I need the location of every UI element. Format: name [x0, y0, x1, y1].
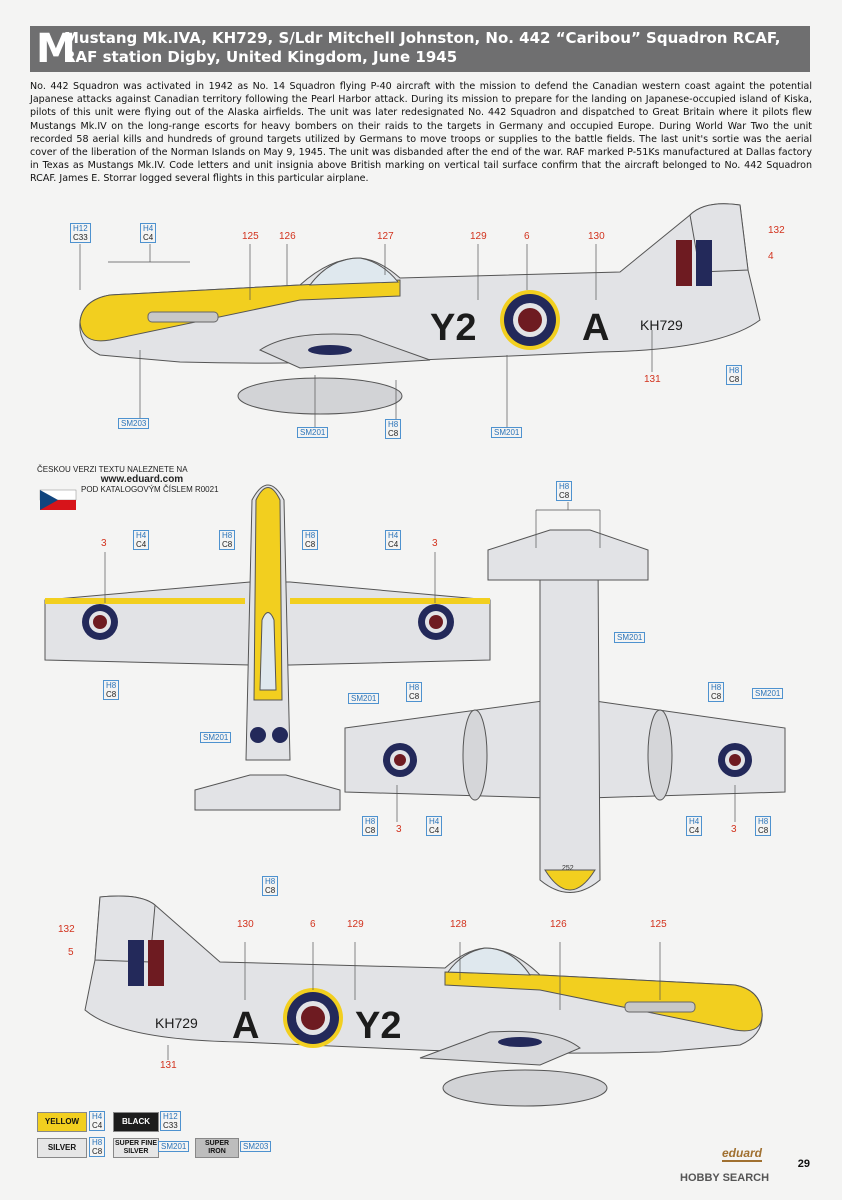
top-view — [44, 484, 491, 811]
callout-126: 126 — [550, 919, 567, 930]
callout-5: 5 — [68, 947, 74, 958]
callout-129: 129 — [470, 231, 487, 242]
callout-6: 6 — [310, 919, 316, 930]
code-a-top: A — [582, 307, 609, 349]
callout-131: 131 — [644, 374, 661, 385]
callout-131: 131 — [160, 1060, 177, 1071]
underside-number: 252 — [562, 865, 574, 872]
code-a-bottom: A — [232, 1005, 259, 1047]
czech-note: ČESKOU VERZI TEXTU NALEZNETE NA www.edua… — [37, 465, 227, 495]
swatch-super-fine-silver: SUPER FINE SILVER — [113, 1138, 159, 1158]
profile-header: M Mustang Mk.IVA, KH729, S/Ldr Mitchell … — [30, 26, 810, 72]
callout-128: 128 — [450, 919, 467, 930]
swatch-silver: SILVER — [37, 1138, 87, 1158]
callout-129: 129 — [347, 919, 364, 930]
profile-title: Mustang Mk.IVA, KH729, S/Ldr Mitchell Jo… — [64, 29, 781, 66]
history-text: No. 442 Squadron was activated in 1942 a… — [30, 81, 812, 185]
ref-sm201: SM201 — [614, 632, 646, 643]
ref-super-fine-silver: SM201 — [158, 1141, 190, 1152]
swatch-super-iron: SUPER IRON — [195, 1138, 239, 1158]
code-y2-top: Y2 — [430, 307, 476, 349]
bottom-view: 252 — [344, 529, 786, 893]
serial-bottom: KH729 — [155, 1015, 198, 1031]
callout-125: 125 — [242, 231, 259, 242]
hobby-search-watermark: HOBBY SEARCH — [680, 1172, 770, 1184]
callout-126: 126 — [279, 231, 296, 242]
ref-sm203: SM203 — [118, 418, 150, 429]
callout-3: 3 — [432, 538, 438, 549]
ref-sm201: SM201 — [491, 427, 523, 438]
callout-4: 4 — [768, 251, 774, 262]
czech-flag — [39, 489, 77, 510]
callout-127: 127 — [377, 231, 394, 242]
page-number: 29 — [797, 1158, 810, 1170]
left-profile: Y2 A KH729 — [79, 203, 761, 415]
ref-sm201: SM201 — [348, 693, 380, 704]
swatch-yellow: YELLOW — [37, 1112, 87, 1132]
callout-130: 130 — [588, 231, 605, 242]
ref-super-iron: SM203 — [240, 1141, 272, 1152]
web-link[interactable]: www.eduard.com — [100, 474, 184, 485]
ref-sm201: SM201 — [297, 427, 329, 438]
callout-3: 3 — [396, 824, 402, 835]
swatch-black: BLACK — [113, 1112, 159, 1132]
right-profile: A Y2 KH729 — [84, 895, 763, 1107]
ref-sm201: SM201 — [200, 732, 232, 743]
callout-3: 3 — [101, 538, 107, 549]
leader-lines — [79, 244, 736, 1060]
eduard-logo: eduard — [722, 1146, 763, 1162]
callout-125: 125 — [650, 919, 667, 930]
callout-6: 6 — [524, 231, 530, 242]
callout-3: 3 — [731, 824, 737, 835]
serial-top: KH729 — [640, 317, 683, 333]
callout-130: 130 — [237, 919, 254, 930]
code-y2-bottom: Y2 — [355, 1005, 401, 1047]
callout-132: 132 — [58, 924, 75, 935]
ref-sm201: SM201 — [752, 688, 784, 699]
profile-letter: M — [36, 26, 76, 72]
callout-132: 132 — [768, 225, 785, 236]
